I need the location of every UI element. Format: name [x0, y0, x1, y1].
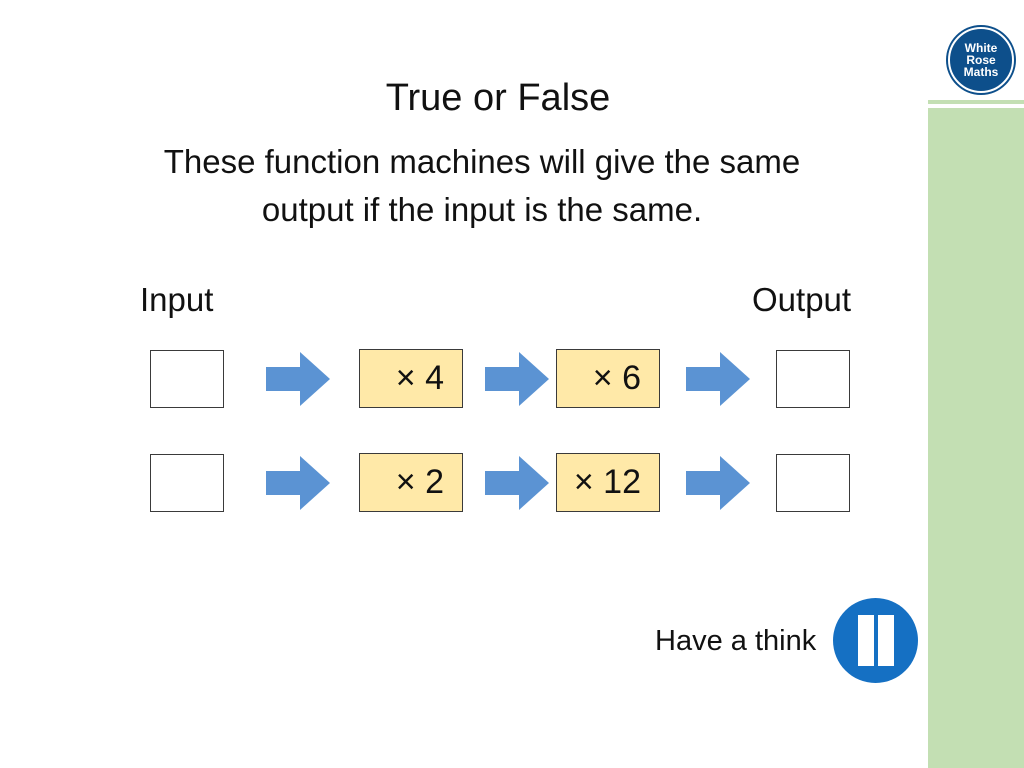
operation-box-1b: × 6: [556, 349, 660, 408]
arrow-right-icon: [485, 456, 549, 510]
slide-title: True or False: [385, 77, 611, 119]
white-rose-maths-logo: White Rose Maths: [948, 27, 1014, 93]
operation-box-2b: × 12: [556, 453, 660, 512]
have-a-think-label: Have a think: [655, 625, 817, 657]
arrow-right-icon: [686, 456, 750, 510]
pause-icon: [878, 615, 894, 666]
input-label: Input: [140, 281, 214, 318]
question-text: These function machines will give the sa…: [120, 138, 844, 234]
input-box-2[interactable]: [150, 454, 224, 512]
operation-box-2a: × 2: [359, 453, 463, 512]
operation-box-1a: × 4: [359, 349, 463, 408]
arrow-right-icon: [686, 352, 750, 406]
output-box-2[interactable]: [776, 454, 850, 512]
input-box-1[interactable]: [150, 350, 224, 408]
pause-icon: [858, 615, 874, 666]
pause-button[interactable]: [833, 598, 918, 683]
arrow-right-icon: [266, 456, 330, 510]
side-strip: [928, 108, 1024, 768]
question-line-2: output if the input is the same.: [261, 191, 703, 228]
question-line-1: These function machines will give the sa…: [163, 143, 801, 180]
output-label: Output: [752, 281, 852, 318]
header-divider: [928, 100, 1024, 104]
logo-line-3: Maths: [963, 65, 999, 79]
output-box-1[interactable]: [776, 350, 850, 408]
logo-line-1: White: [964, 41, 998, 55]
arrow-right-icon: [266, 352, 330, 406]
logo-line-2: Rose: [966, 53, 996, 67]
arrow-right-icon: [485, 352, 549, 406]
